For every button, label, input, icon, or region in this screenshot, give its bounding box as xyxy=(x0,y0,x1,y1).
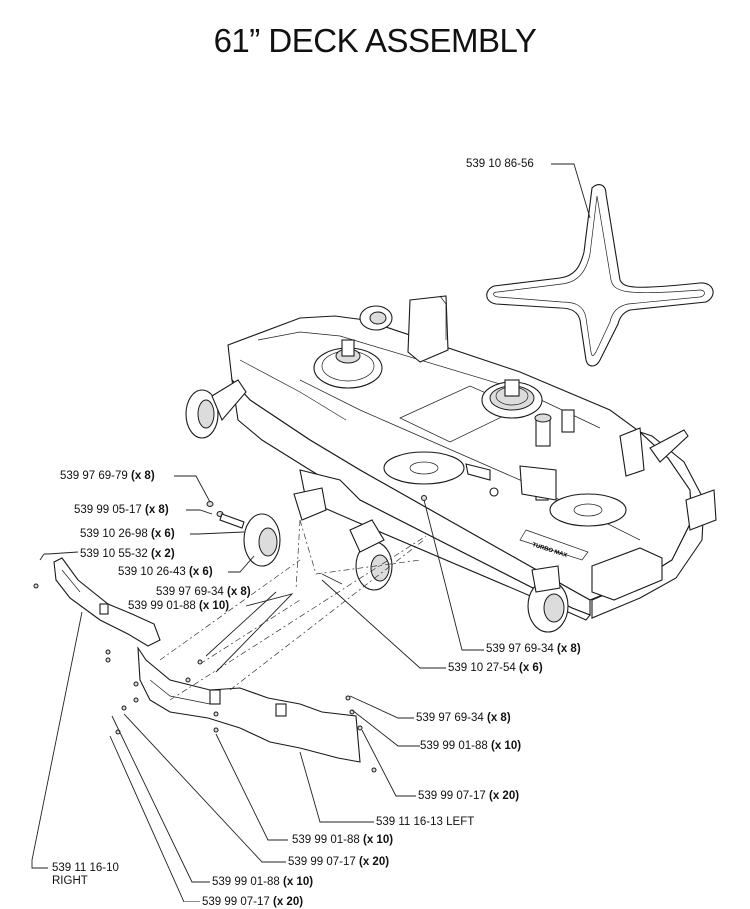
left-pulley xyxy=(313,339,383,389)
callout-belt: 539 10 86-56 xyxy=(466,158,534,170)
baffle-left xyxy=(137,645,361,763)
page-title: 61” DECK ASSEMBLY xyxy=(213,22,537,59)
callout-8: 539 97 69-34 (x 8) xyxy=(486,643,581,655)
baffle-right xyxy=(53,557,161,647)
idler-assembly xyxy=(407,295,645,501)
belt-drawing xyxy=(486,184,714,367)
callout-10: 539 97 69-34 (x 8) xyxy=(416,712,511,724)
callout-9: 539 10 27-54 (x 6) xyxy=(448,662,543,674)
callout-14: 539 99 01-88 (x 10) xyxy=(292,834,394,846)
callout-2: 539 99 05-17 (x 8) xyxy=(74,504,169,516)
wheel-front-right xyxy=(527,565,569,633)
callout-3: 539 10 26-98 (x 6) xyxy=(80,528,175,540)
callout-1: 539 97 69-79 (x 8) xyxy=(60,470,155,482)
callout-7: 539 99 01-88 (x 10) xyxy=(128,600,230,612)
callout-17: 539 99 01-88 (x 10) xyxy=(212,876,314,888)
callout-13: 539 11 16-13 LEFT xyxy=(376,816,475,828)
wheel-front-left xyxy=(243,513,281,567)
wheel-rear-right xyxy=(359,305,393,331)
callout-12: 539 99 07-17 (x 20) xyxy=(418,790,520,802)
spindle-plates xyxy=(383,451,627,527)
baffle-bolts xyxy=(33,583,377,773)
callout-5: 539 10 26-43 (x 6) xyxy=(118,566,213,578)
callout-15: 539 99 07-17 (x 20) xyxy=(288,856,390,868)
callout-11: 539 99 01-88 (x 10) xyxy=(420,740,522,752)
callout-18: 539 99 07-17 (x 20) xyxy=(202,896,304,908)
deck-wheels xyxy=(185,305,569,633)
leader-lines xyxy=(31,163,591,902)
right-pulley xyxy=(481,379,543,419)
hardware-parts xyxy=(206,487,427,585)
callout-6: 539 97 69-34 (x 8) xyxy=(156,586,251,598)
wheel-rear-left xyxy=(185,379,247,439)
callout-4: 539 10 55-32 (x 2) xyxy=(80,548,175,560)
assembly-lines xyxy=(159,519,427,701)
